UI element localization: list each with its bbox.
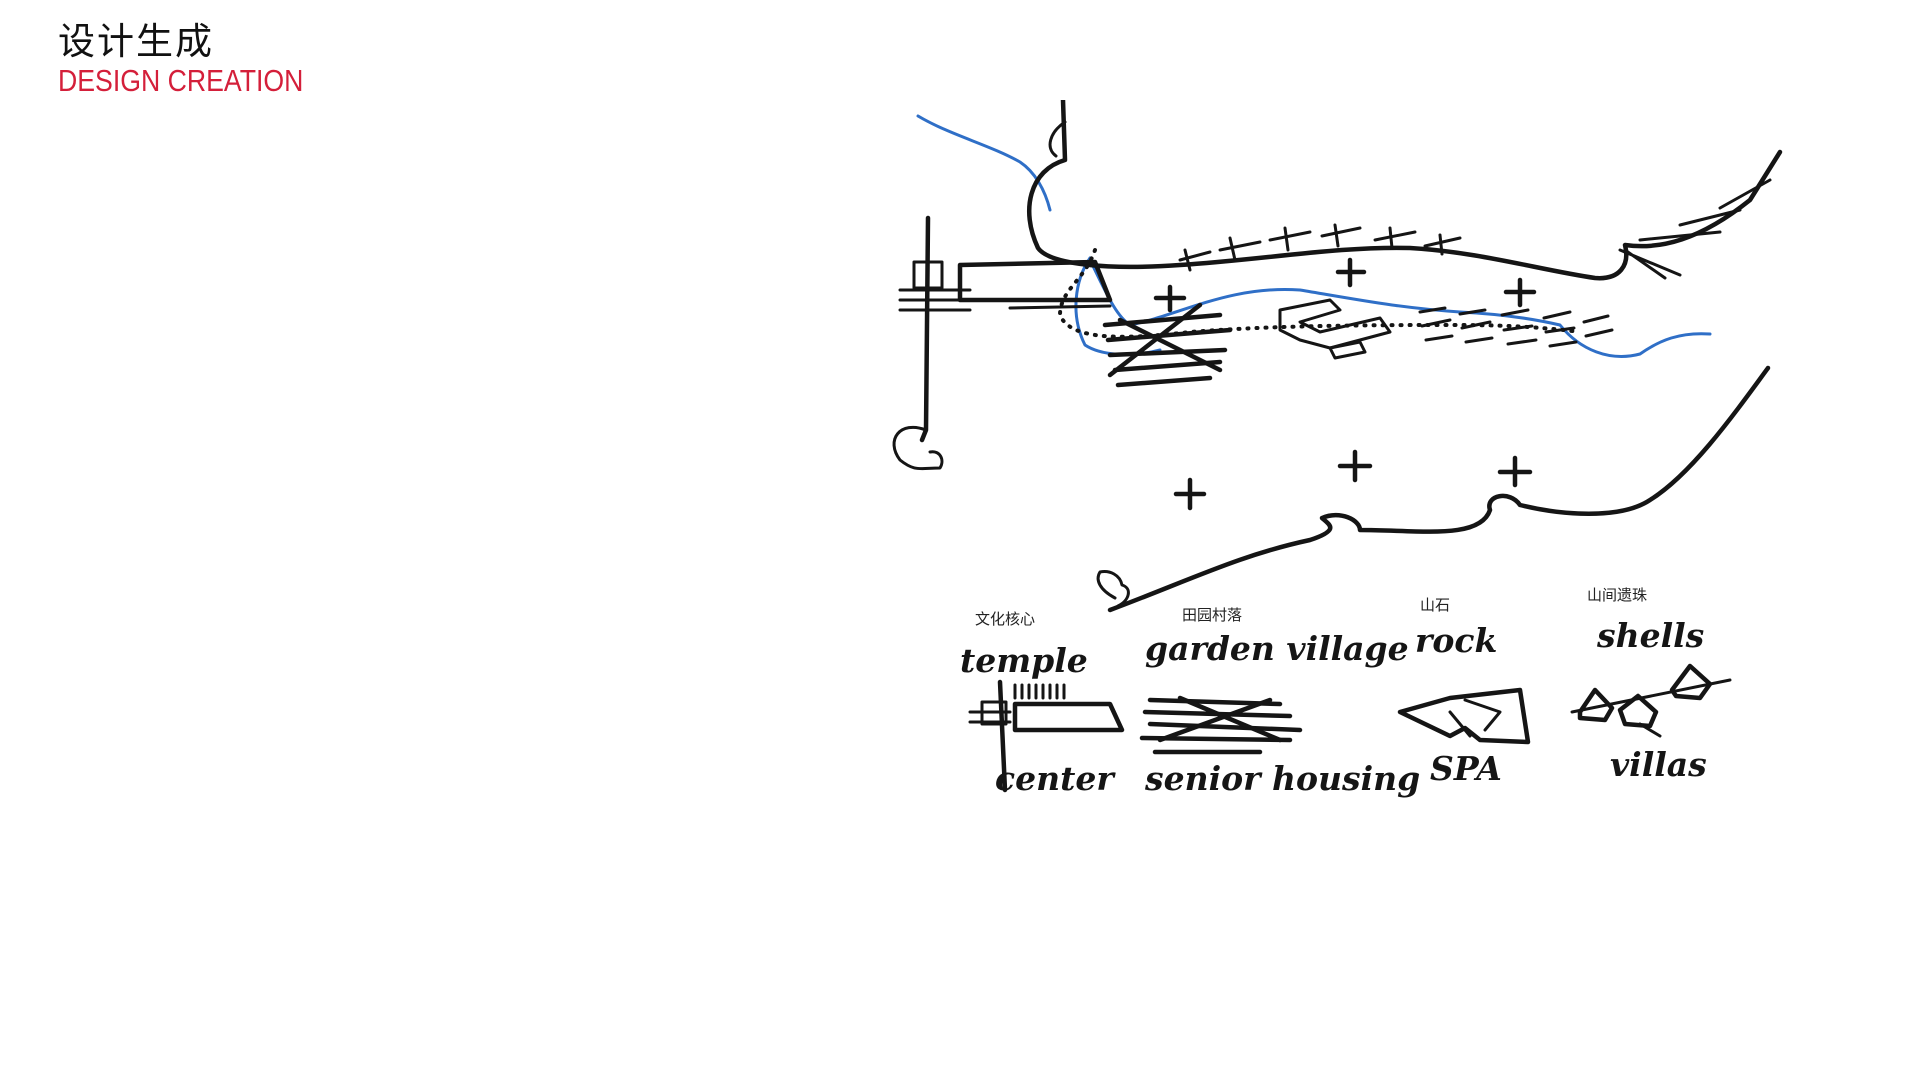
legend-icon-senior-housing [1139,695,1303,755]
legend-label-temple: temple [960,641,1088,680]
legend-label-shells: shells [1596,616,1704,655]
senior-housing-hatch [1102,302,1233,388]
legend-icon-rock [1397,687,1531,745]
lower-boundary [1107,365,1771,613]
legend-label-villas: villas [1610,745,1707,784]
legend-icon-temple [968,679,1125,793]
site-sketch: 文化核心 田园村落 山石 山间遗珠 temple garden village … [860,100,1900,880]
villa-dashes [1418,306,1614,348]
legend-cn-rock: 山石 [1420,596,1450,614]
site-sketch-drawing: 文化核心 田园村落 山石 山间遗珠 temple garden village … [892,100,1783,798]
upper-ridge [1027,100,1783,281]
temple-complex [892,215,1113,471]
legend-cn-garden-village: 田园村落 [1182,606,1242,624]
cross-markers [1153,257,1537,511]
legend-cn-shells: 山间遗珠 [1587,586,1647,604]
legend-label-spa: SPA [1430,749,1502,788]
legend-icon-villas [1570,663,1732,738]
river-upper-left [916,114,1052,212]
legend-label-garden-village: garden village [1145,629,1409,668]
page-title-cn: 设计生成 [58,20,214,63]
legend-label-senior-housing: senior housing [1144,759,1420,798]
ridge-end-hatch [1618,178,1772,280]
lower-left-shell [1096,570,1130,608]
page-title-en: DESIGN CREATION [58,63,304,98]
temple-foot-loop [892,425,944,471]
rock-blocks [1278,298,1392,360]
legend-label-rock: rock [1415,621,1497,660]
legend-label-center: center [995,759,1116,798]
ridge-left-loop [1048,120,1067,158]
legend-cn-temple: 文化核心 [975,610,1035,628]
ridge-hatches [1178,223,1462,272]
page-header: 设计生成 DESIGN CREATION [58,20,343,98]
